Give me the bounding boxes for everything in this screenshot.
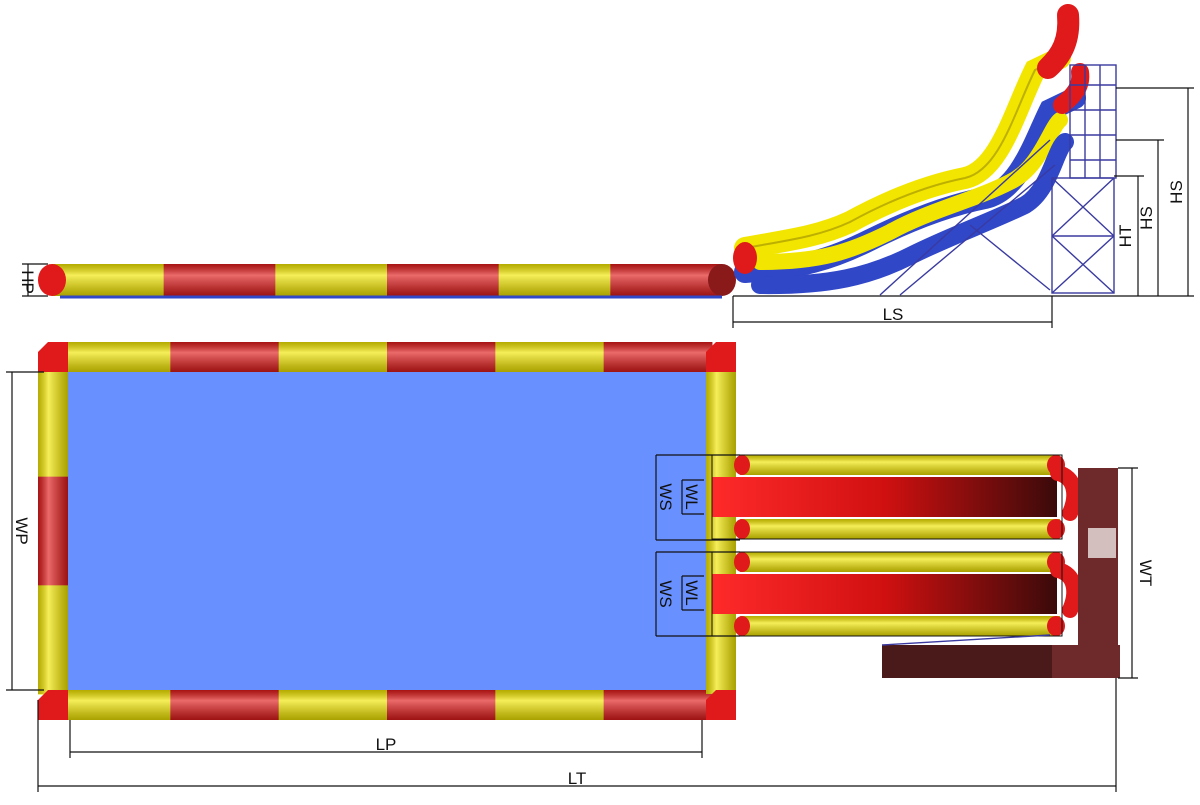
pool-corner bbox=[38, 690, 68, 720]
stair-rail bbox=[879, 139, 1051, 296]
top-view-slide-lanes bbox=[711, 454, 1083, 637]
label-ws-top: WS bbox=[656, 483, 675, 510]
pool-corner bbox=[38, 342, 68, 372]
stair-rail-2 bbox=[899, 164, 1056, 296]
slide-end-cap bbox=[733, 242, 757, 274]
tower-frame bbox=[1051, 64, 1117, 294]
lane-end-cap bbox=[734, 519, 750, 539]
lane-top-bend bbox=[1050, 562, 1083, 618]
red-top-bend-2 bbox=[1053, 63, 1090, 114]
side-view-dimensions: HP LS HT HS HS bbox=[18, 87, 1194, 328]
slide-platform bbox=[881, 468, 1120, 678]
red-top-bend bbox=[1037, 4, 1080, 79]
yellow-slide-tube-2 bbox=[752, 112, 1068, 270]
side-pool-end-cap bbox=[708, 264, 736, 296]
pool-corner bbox=[706, 690, 736, 720]
label-lt: LT bbox=[568, 769, 587, 788]
lane-top-bend bbox=[1050, 465, 1083, 521]
lane-surface bbox=[712, 574, 1057, 614]
side-view-slide bbox=[733, 4, 1117, 296]
label-wl-top: WL bbox=[682, 484, 701, 510]
lane-rail-top-shading bbox=[740, 455, 1060, 475]
label-hs-outer: HS bbox=[1167, 180, 1186, 204]
label-lp: LP bbox=[376, 735, 397, 754]
label-ht: HT bbox=[1116, 225, 1135, 248]
lane-rail-bottom-shading bbox=[740, 519, 1060, 539]
lane-outline bbox=[711, 551, 1063, 637]
label-hs-inner: HS bbox=[1137, 206, 1156, 230]
label-ls: LS bbox=[883, 305, 904, 324]
lane-rail-bottom-shading bbox=[740, 616, 1060, 636]
lane-end-cap bbox=[734, 455, 750, 475]
pool-tube-frame bbox=[38, 342, 736, 720]
label-ws-bottom: WS bbox=[656, 580, 675, 607]
label-wt: WT bbox=[1136, 560, 1155, 586]
lane-surface bbox=[712, 477, 1057, 517]
label-hp: HP bbox=[18, 270, 37, 294]
pool-left-tube-shading bbox=[38, 368, 68, 694]
label-wl-bottom: WL bbox=[682, 580, 701, 606]
lane-outline bbox=[711, 454, 1063, 540]
lane-end-cap bbox=[734, 552, 750, 572]
lane-end-cap bbox=[1047, 616, 1065, 636]
pool-water bbox=[62, 368, 712, 692]
blue-slide-tube-2 bbox=[751, 133, 1074, 295]
lane-rail-top-shading bbox=[740, 552, 1060, 572]
pool-corner bbox=[706, 342, 736, 372]
top-view-dimensions: WP LP LT WT WS WL WS WL bbox=[6, 371, 1155, 792]
pool-right-tube-shading bbox=[706, 368, 736, 694]
lane-end-cap bbox=[1047, 519, 1065, 539]
pool-bottom-tube-shading bbox=[62, 690, 712, 720]
top-view-pool bbox=[62, 368, 712, 692]
label-wp: WP bbox=[12, 517, 31, 544]
stair-support bbox=[969, 224, 1051, 291]
side-view-pool-tube bbox=[38, 264, 736, 299]
pool-top-tube-shading bbox=[62, 342, 712, 372]
side-pool-tube-shading bbox=[52, 264, 722, 296]
side-pool-end-cap bbox=[38, 264, 66, 296]
lane-end-cap bbox=[734, 616, 750, 636]
